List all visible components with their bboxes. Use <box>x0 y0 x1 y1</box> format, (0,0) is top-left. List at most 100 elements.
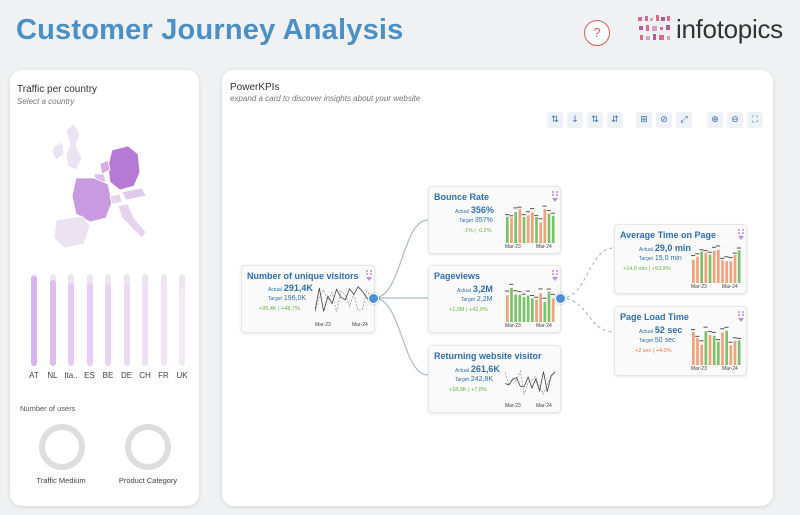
target-tick <box>711 331 716 333</box>
bar-track <box>49 274 56 366</box>
chart-bar <box>506 295 509 322</box>
zoom-out-icon[interactable]: ⊖ <box>727 112 743 128</box>
bar-track <box>123 274 130 366</box>
chart-bar <box>725 330 728 365</box>
donut-product-category[interactable] <box>125 424 171 470</box>
country-bar-es[interactable]: ES <box>80 270 100 380</box>
chart-bar <box>551 298 555 322</box>
target-tick <box>521 293 526 295</box>
axis-start: Mar-23 <box>691 284 707 290</box>
map-italy <box>117 203 147 239</box>
help-button[interactable]: ? <box>584 20 610 46</box>
card-title: Number of unique visitors <box>247 271 359 281</box>
map-germany <box>107 145 141 191</box>
card-delta: -1% | -0,2% <box>463 228 492 234</box>
expand-icon[interactable]: ⤢ <box>676 112 692 128</box>
sort-desc-all-button[interactable]: ⇵ <box>607 112 623 128</box>
expand-node-pageviews[interactable] <box>555 293 566 304</box>
view-toolbar: ⊞ ⊘ ⤢ <box>636 112 692 128</box>
chart-bar <box>518 294 522 322</box>
country-bar-ch[interactable]: CH <box>135 270 155 380</box>
card-menu-icon[interactable] <box>551 190 559 204</box>
card-menu-icon[interactable] <box>737 228 745 242</box>
country-label: Ita.. <box>64 371 78 380</box>
chart-bar <box>704 252 708 283</box>
target-tick <box>699 340 704 342</box>
card-target-value: 242,8K <box>470 376 494 383</box>
chart-bar <box>692 332 695 365</box>
card-actual-label: Actual <box>457 288 471 294</box>
card-menu-icon[interactable] <box>365 269 373 283</box>
card-delta: +1,0M | +43,9% <box>449 307 488 313</box>
bar-fill <box>86 283 93 366</box>
expand-node-unique-visitors[interactable] <box>368 293 379 304</box>
country-bar-at[interactable]: AT <box>24 270 44 380</box>
country-bar-fr[interactable]: FR <box>154 270 174 380</box>
chart-bar <box>721 260 724 283</box>
target-tick <box>703 250 708 252</box>
barchart-pageviews <box>505 283 555 322</box>
chart-bar <box>514 212 517 243</box>
card-menu-icon[interactable] <box>737 310 745 324</box>
chart-bar <box>535 299 538 322</box>
chart-bar <box>535 216 538 243</box>
chart-bar <box>510 287 513 322</box>
barchart-bounce-rate <box>505 205 555 243</box>
sparkline-unique-visitors <box>315 286 371 313</box>
card-delta: +14,0 min | +93,3% <box>623 266 671 272</box>
chart-bar <box>522 217 526 243</box>
filter-clear-icon[interactable]: ⊘ <box>656 112 672 128</box>
sort-desc-button[interactable]: ↓ <box>567 112 583 128</box>
bar-fill <box>179 287 185 366</box>
country-label: ES <box>84 371 95 380</box>
sort-asc-button[interactable]: ⇅ <box>547 112 563 128</box>
card-actual-label: Actual <box>455 209 469 215</box>
card-delta: +18,9K | +7,8% <box>449 387 487 393</box>
target-tick <box>505 214 510 216</box>
europe-map[interactable] <box>46 120 166 250</box>
chart-bar <box>514 294 517 322</box>
country-bar-nl[interactable]: NL <box>43 270 63 380</box>
zoom-in-icon[interactable]: ⊕ <box>707 112 723 128</box>
chart-bar <box>700 344 703 365</box>
card-actual-value: 291,4K <box>283 283 313 293</box>
chart-bar <box>729 261 733 283</box>
sort-asc-all-button[interactable]: ⇅ <box>587 112 603 128</box>
card-actual-label: Actual <box>639 329 653 335</box>
card-menu-icon[interactable] <box>551 269 559 283</box>
chart-bar <box>733 255 737 283</box>
target-tick <box>707 331 712 333</box>
country-bar-uk[interactable]: UK <box>172 270 192 380</box>
chart-bar <box>547 291 551 322</box>
grid-icon[interactable]: ⊞ <box>636 112 652 128</box>
bar-track <box>68 274 74 366</box>
target-tick <box>538 288 543 290</box>
target-tick <box>691 255 696 257</box>
target-tick <box>509 283 514 285</box>
card-actual-label: Actual <box>268 287 282 293</box>
card-actual-label: Actual <box>455 368 469 374</box>
country-bar-be[interactable]: BE <box>98 270 118 380</box>
country-bar-ita[interactable]: Ita.. <box>61 270 81 380</box>
axis-start: Mar-23 <box>505 403 521 409</box>
card-actual-label: Actual <box>639 247 653 253</box>
target-tick <box>513 290 518 292</box>
fit-screen-icon[interactable]: ⛶ <box>747 112 763 128</box>
chart-bar <box>551 215 555 243</box>
donut-traffic-medium[interactable] <box>39 424 85 470</box>
card-target-label: Target <box>459 218 473 224</box>
country-bar-de[interactable]: DE <box>117 270 137 380</box>
